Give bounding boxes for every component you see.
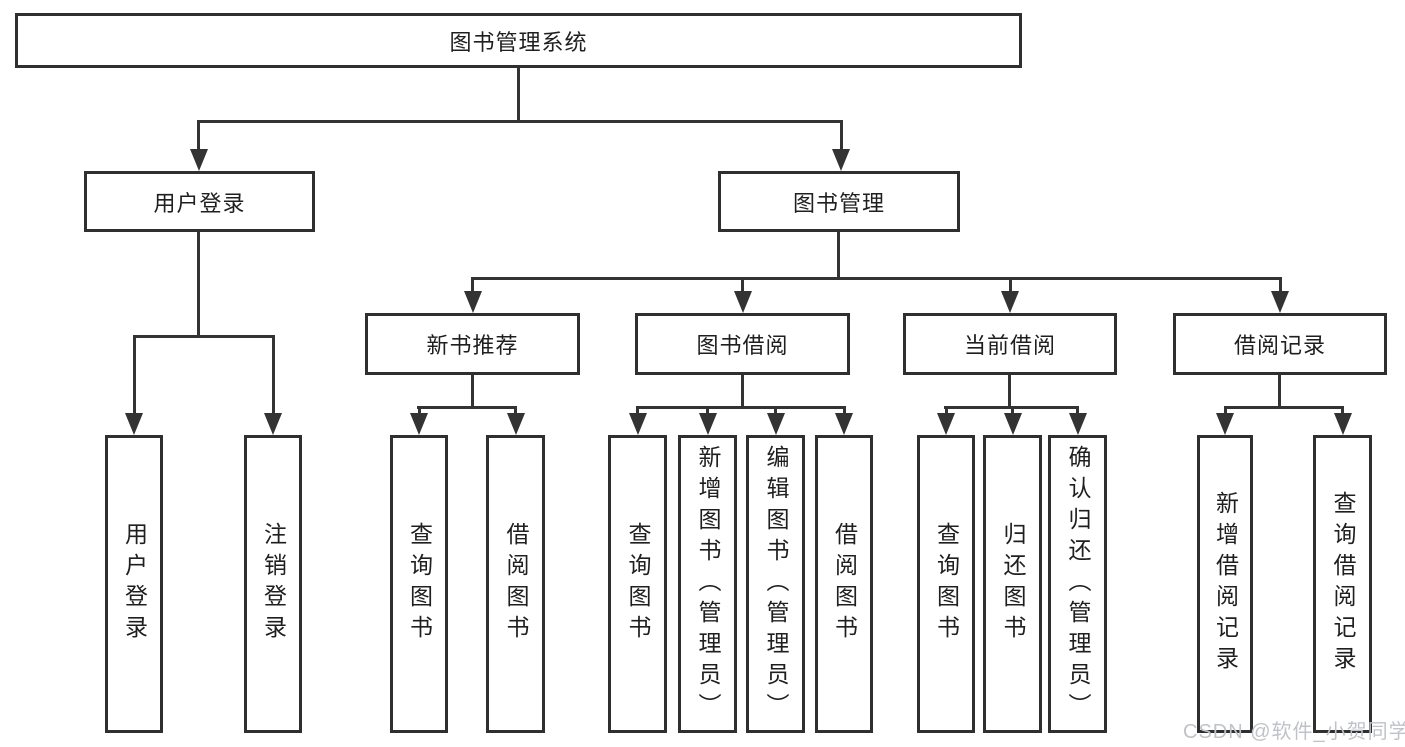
node-root-label: 图书管理系统 xyxy=(449,29,588,55)
arrow-down-icon xyxy=(1334,413,1352,435)
node-book-management: 图书管理 xyxy=(718,171,960,232)
arrow-down-icon xyxy=(264,413,282,435)
leaf-query-books-1: 查询图书 xyxy=(390,435,448,733)
leaf-edit-books-admin: 编辑图书（管理员） xyxy=(746,435,805,733)
leaf-add-borrow-record: 新增借阅记录 xyxy=(1197,435,1253,733)
connector-leaf-drop xyxy=(1076,406,1079,418)
arrow-down-icon xyxy=(629,413,647,435)
node-user-login-label: 用户登录 xyxy=(153,190,246,216)
leaf-label: 查询图书 xyxy=(406,522,433,646)
leaf-label: 编辑图书（管理员） xyxy=(763,444,789,724)
node-book-borrowing: 图书借阅 xyxy=(635,313,850,375)
leaf-query-books-2: 查询图书 xyxy=(608,435,667,733)
leaf-label: 借阅图书 xyxy=(831,522,858,646)
node-book-borrowing-label: 图书借阅 xyxy=(696,333,789,358)
connector-leaf-drop xyxy=(1224,406,1227,418)
node-borrowing-records: 借阅记录 xyxy=(1173,313,1387,375)
leaf-add-books-admin: 新增图书（管理员） xyxy=(678,435,737,733)
connector-root-bar xyxy=(197,120,843,123)
leaf-label: 归还图书 xyxy=(1000,522,1026,646)
arrow-down-icon xyxy=(937,413,955,435)
connector-book-management-drop xyxy=(840,120,843,152)
leaf-label: 新增借阅记录 xyxy=(1212,491,1239,677)
connector-leaf-drop xyxy=(843,406,846,418)
node-borrowing-records-label: 借阅记录 xyxy=(1233,333,1326,358)
connector-leaf-drop xyxy=(514,406,517,418)
leaf-label: 借阅图书 xyxy=(503,522,529,646)
leaf-confirm-return-admin: 确认归还（管理员） xyxy=(1048,435,1107,733)
connector-leaf-drop xyxy=(774,406,777,418)
node-current-borrowing-label: 当前借阅 xyxy=(963,333,1056,358)
watermark: CSDN @软件_小贺同学 xyxy=(1183,721,1405,743)
arrow-down-icon xyxy=(1271,291,1289,313)
connector-new-book-bar xyxy=(417,406,517,409)
node-new-book-recommend-label: 新书推荐 xyxy=(426,333,519,358)
node-new-book-recommend: 新书推荐 xyxy=(365,313,580,375)
connector-leaf-drop xyxy=(636,406,639,418)
leaf-label: 注销登录 xyxy=(260,522,287,646)
connector-leaf-drop xyxy=(418,406,421,418)
connector-user-login-bar xyxy=(133,335,275,338)
node-user-login: 用户登录 xyxy=(84,171,315,232)
leaf-label: 确认归还（管理员） xyxy=(1065,444,1091,724)
connector-leaf-drop xyxy=(945,406,948,418)
connector-current-borrowing-stem xyxy=(1008,375,1011,409)
arrow-down-icon xyxy=(125,413,143,435)
arrow-down-icon xyxy=(464,291,482,313)
connector-root-stem xyxy=(517,68,520,123)
arrow-down-icon xyxy=(734,291,752,313)
arrow-down-icon xyxy=(410,413,428,435)
leaf-label: 查询借阅记录 xyxy=(1330,491,1356,677)
connector-level3-drop xyxy=(471,277,474,295)
leaf-label: 查询图书 xyxy=(933,522,960,646)
leaf-logout: 注销登录 xyxy=(244,435,302,733)
arrow-down-icon xyxy=(832,149,850,171)
connector-level3-drop xyxy=(1009,277,1012,295)
node-book-management-label: 图书管理 xyxy=(792,190,885,216)
connector-level3-drop xyxy=(1279,277,1282,295)
leaf-query-books-3: 查询图书 xyxy=(917,435,975,733)
arrow-down-icon xyxy=(835,413,853,435)
leaf-query-borrow-record: 查询借阅记录 xyxy=(1313,435,1372,733)
connector-new-book-stem xyxy=(471,375,474,409)
leaf-label: 新增图书（管理员） xyxy=(695,444,721,724)
arrow-down-icon xyxy=(507,413,525,435)
arrow-down-icon xyxy=(767,413,785,435)
connector-book-borrowing-bar xyxy=(636,406,845,409)
connector-leaf-drop xyxy=(706,406,709,418)
connector-level3-drop xyxy=(741,277,744,295)
connector-leaf-drop xyxy=(1011,406,1014,418)
leaf-return-books: 归还图书 xyxy=(983,435,1042,733)
connector-book-borrowing-stem xyxy=(741,375,744,409)
arrow-down-icon xyxy=(190,149,208,171)
node-current-borrowing: 当前借阅 xyxy=(903,313,1117,375)
connector-book-management-bar xyxy=(471,277,1281,280)
arrow-down-icon xyxy=(699,413,717,435)
connector-leaf-drop xyxy=(1341,406,1344,418)
leaf-label: 查询图书 xyxy=(625,522,651,646)
leaf-borrow-books-2: 借阅图书 xyxy=(815,435,873,733)
leaf-borrow-books-1: 借阅图书 xyxy=(486,435,545,733)
connector-user-login-stem xyxy=(197,232,200,338)
connector-borrowing-records-stem xyxy=(1278,375,1281,409)
connector-borrowing-records-bar xyxy=(1224,406,1344,409)
arrow-down-icon xyxy=(1001,291,1019,313)
leaf-label: 用户登录 xyxy=(121,522,148,646)
arrow-down-icon xyxy=(1069,413,1087,435)
connector-leaf-drop xyxy=(272,335,275,415)
node-root: 图书管理系统 xyxy=(15,13,1022,68)
connector-book-management-stem xyxy=(837,232,840,280)
leaf-user-login: 用户登录 xyxy=(105,435,163,733)
arrow-down-icon xyxy=(1216,413,1234,435)
connector-leaf-drop xyxy=(133,335,136,415)
arrow-down-icon xyxy=(1004,413,1022,435)
connector-user-login-drop xyxy=(197,120,200,152)
